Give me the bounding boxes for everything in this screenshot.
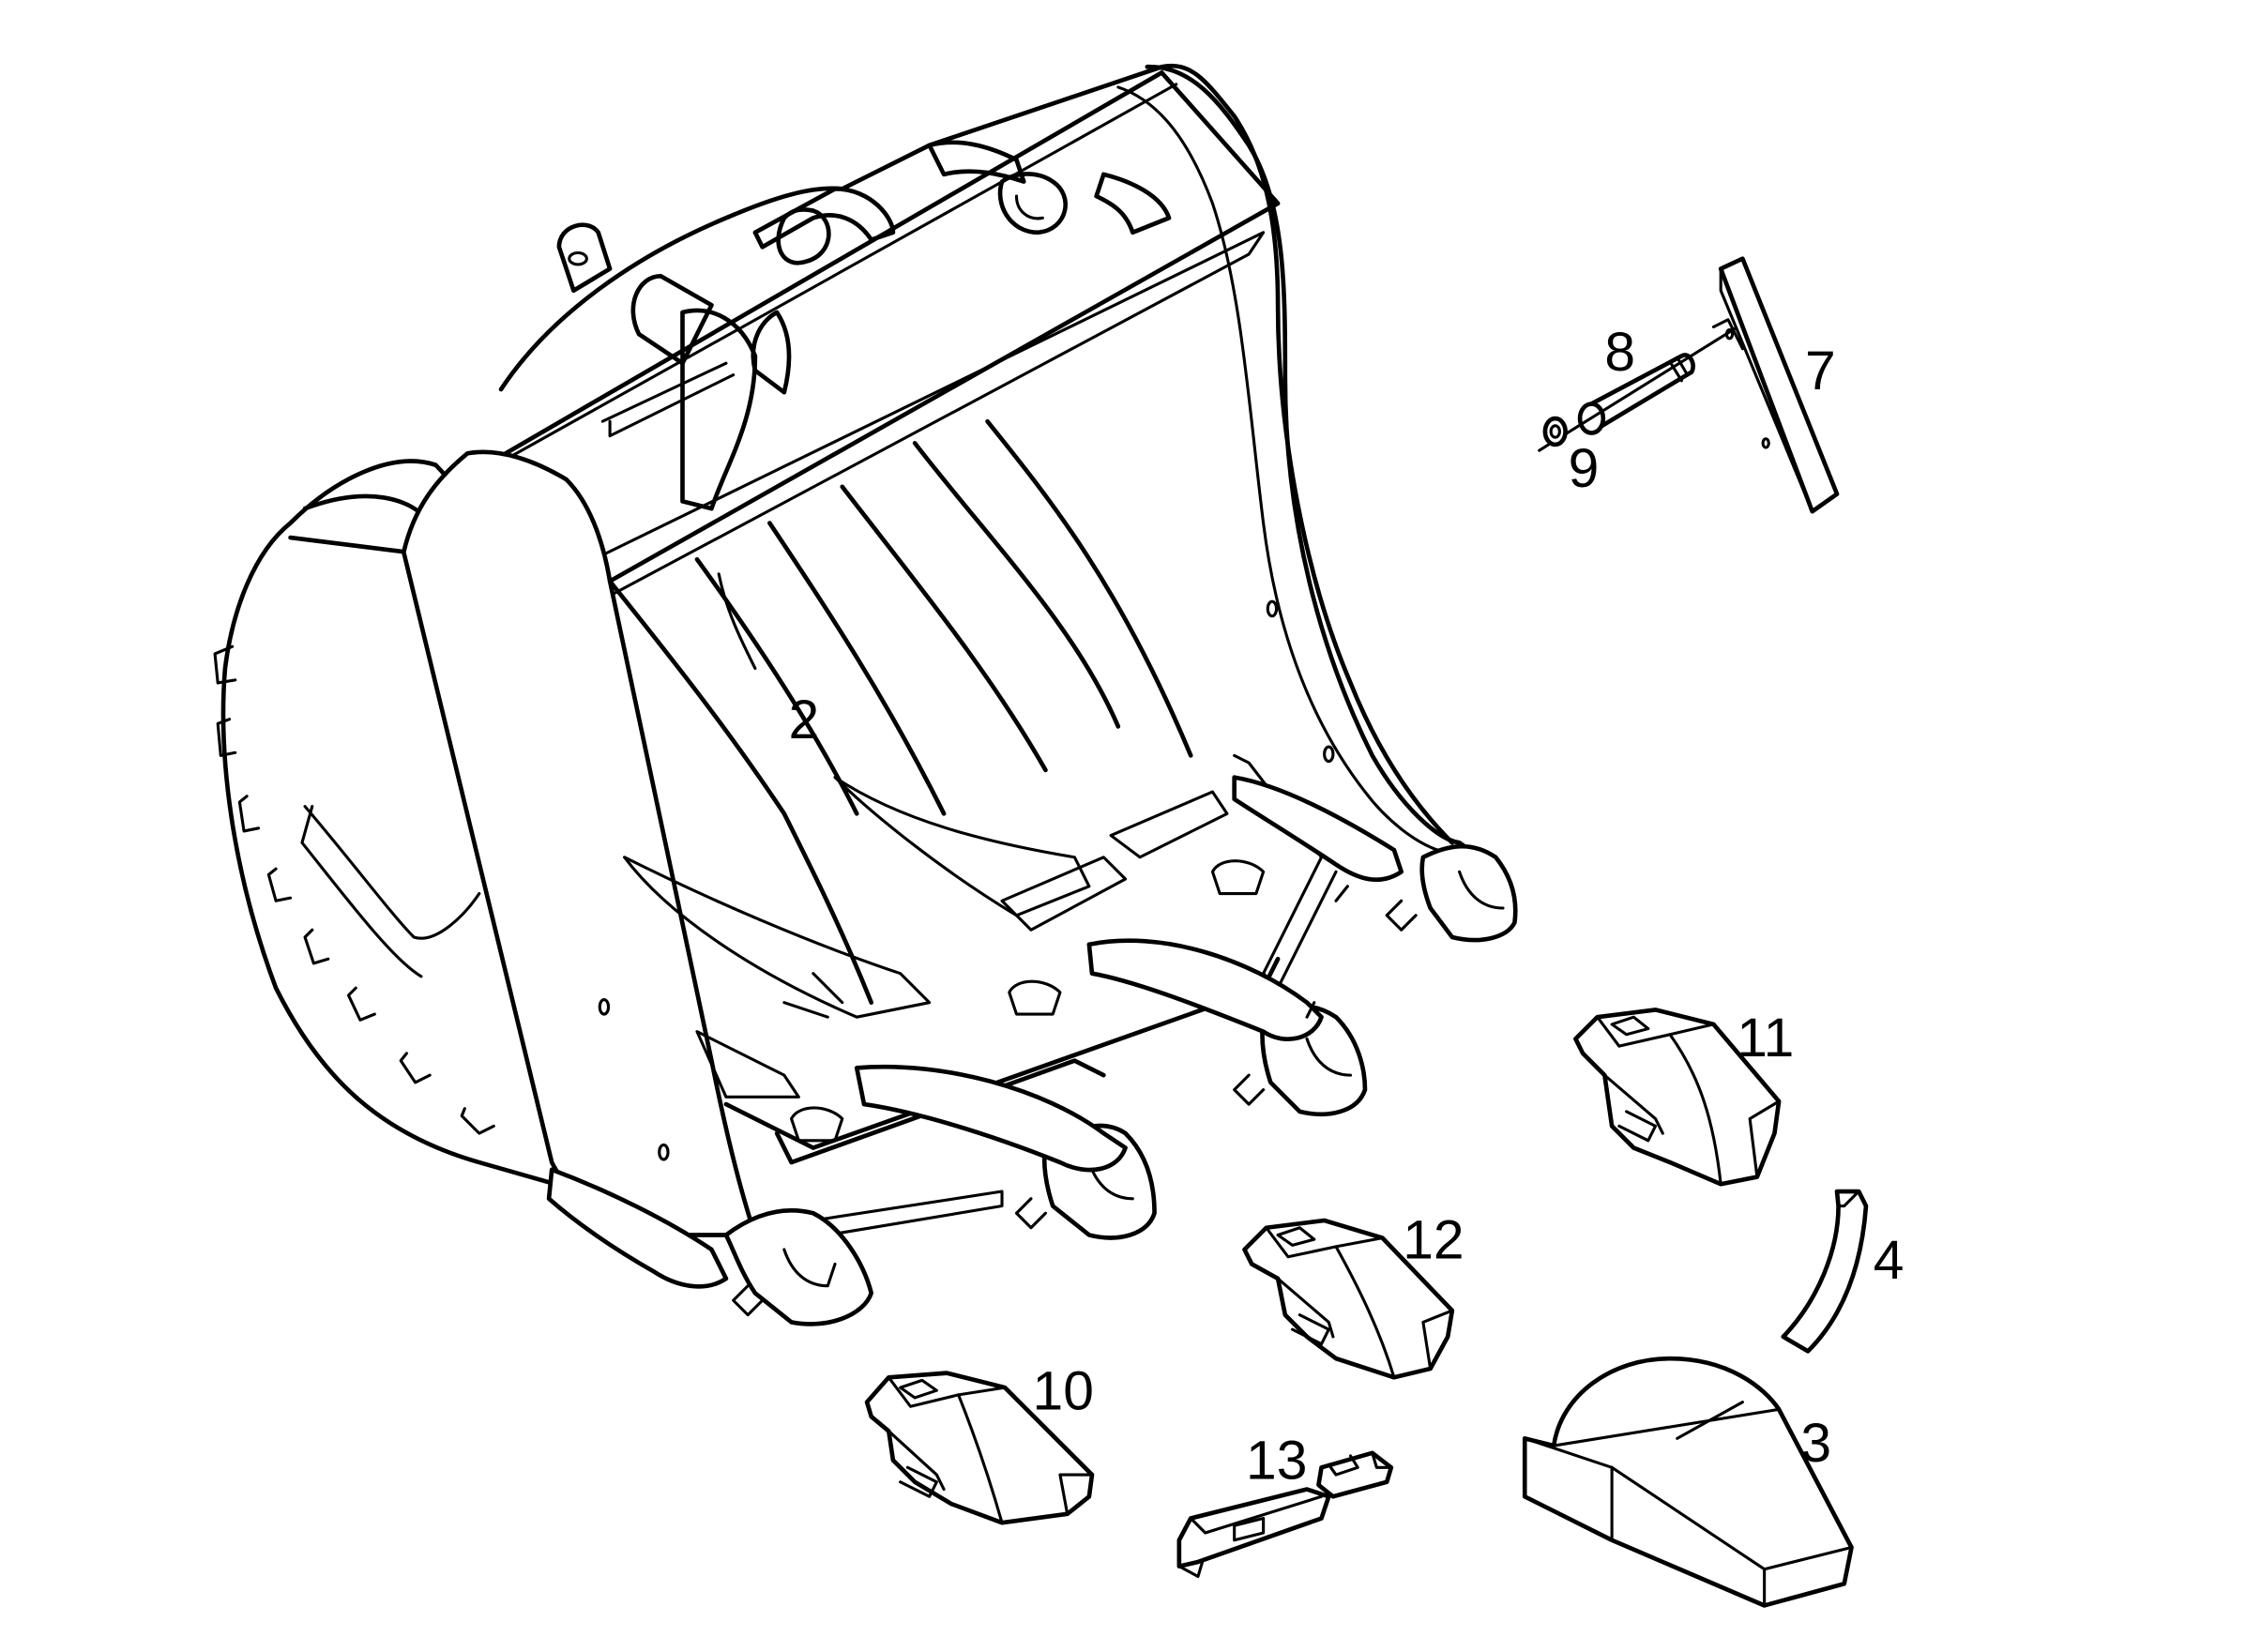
callout-adapter-b: 11 bbox=[1737, 1008, 1794, 1068]
wear-strip: 7 bbox=[1711, 256, 1840, 514]
callout-wear-strip: 7 bbox=[1805, 341, 1836, 402]
side-wear-blocks bbox=[213, 644, 495, 1135]
callout-side-cutter: 4 bbox=[1874, 1230, 1904, 1291]
callout-tooth-point: 3 bbox=[1800, 1413, 1831, 1474]
lock: 13 bbox=[1176, 1431, 1394, 1579]
adapter-b: 11 bbox=[1573, 1008, 1794, 1187]
callout-adapter-c: 12 bbox=[1403, 1209, 1464, 1270]
bucket-assembly: 2 bbox=[213, 63, 1518, 1326]
side-cutter: 4 bbox=[1781, 1189, 1904, 1354]
adapter-c: 12 bbox=[1242, 1209, 1464, 1380]
bucket-right-side-plate bbox=[1145, 64, 1480, 882]
bucket-front-left-plate bbox=[401, 449, 758, 1237]
bucket-teeth bbox=[546, 775, 1518, 1326]
callout-adapter-a: 10 bbox=[1033, 1360, 1094, 1421]
bucket-floor bbox=[607, 418, 1338, 1237]
callout-bucket: 2 bbox=[788, 690, 819, 750]
pin: 8 bbox=[1538, 322, 1737, 452]
callout-washer: 9 bbox=[1569, 438, 1600, 499]
hinge-ears bbox=[556, 140, 1172, 511]
bucket-back-shell bbox=[498, 63, 1455, 845]
callout-lock: 13 bbox=[1246, 1431, 1307, 1492]
callout-pin: 8 bbox=[1604, 322, 1635, 383]
adapter-a: 10 bbox=[864, 1360, 1095, 1525]
washer: 9 bbox=[1542, 416, 1600, 499]
tooth-point: 3 bbox=[1522, 1356, 1854, 1608]
